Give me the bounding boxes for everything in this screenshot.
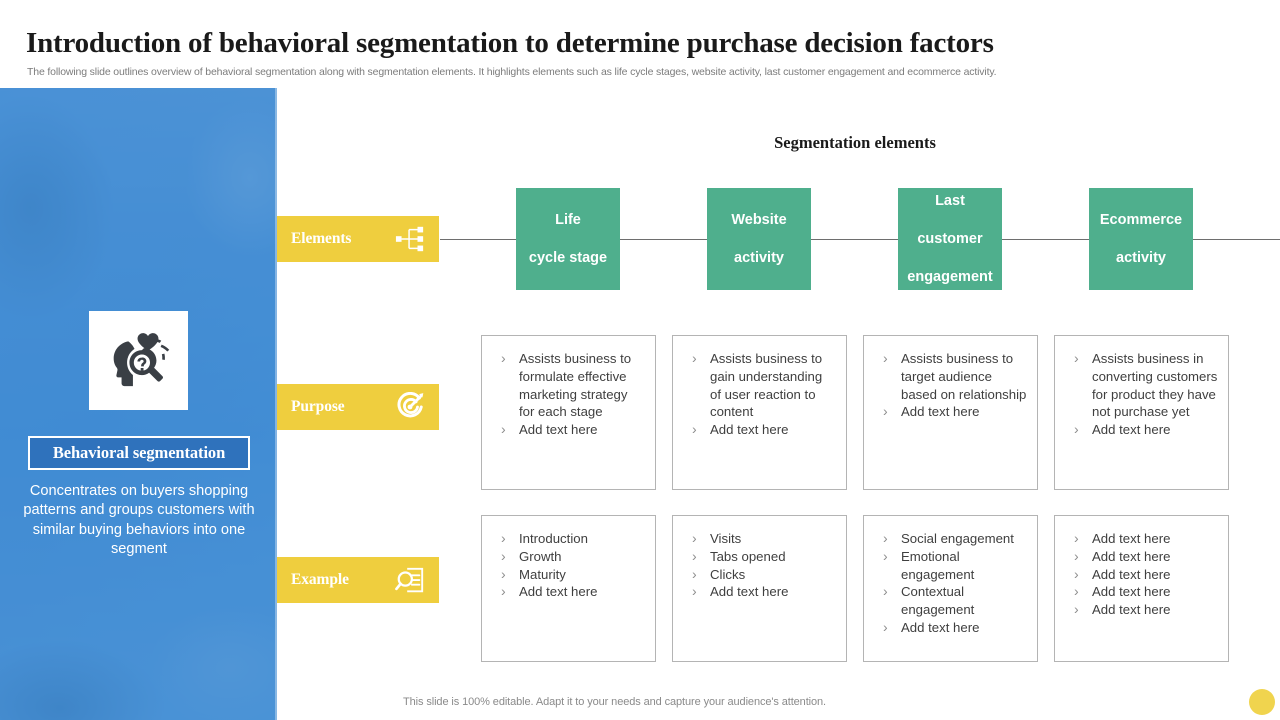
list-item: Add text here (685, 582, 836, 601)
list-item: Assists business in converting customers… (1067, 349, 1218, 421)
bullet-list: Assists business to formulate effective … (494, 349, 645, 439)
list-item: Add text here (1067, 565, 1218, 584)
element-card-line2: cycle stage (528, 249, 608, 266)
list-item: Assists business to gain understanding o… (685, 349, 836, 421)
bullet-list: Assists business to target audience base… (876, 349, 1027, 421)
example-box-life-cycle-stage[interactable]: Introduction Growth Maturity Add text he… (481, 515, 656, 662)
head-question-heart-icon (113, 332, 169, 386)
connector-line (440, 239, 1280, 240)
behavioral-segmentation-description: Concentrates on buyers shopping patterns… (23, 483, 255, 557)
element-card-line2: customer (917, 230, 983, 247)
bullet-list: Assists business in converting customers… (1067, 349, 1218, 439)
element-card-website-activity[interactable]: Website activity (707, 188, 811, 290)
list-item: Social engagement (876, 529, 1027, 548)
purpose-box-website-activity[interactable]: Assists business to gain understanding o… (672, 335, 847, 490)
row-label-purpose-text: Purpose (291, 398, 345, 415)
list-item: Maturity (494, 565, 645, 584)
list-item: Assists business to formulate effective … (494, 349, 645, 421)
purpose-box-last-customer-engagement[interactable]: Assists business to target audience base… (863, 335, 1038, 490)
list-item: Assists business to target audience base… (876, 349, 1027, 403)
segmentation-elements-heading: Segmentation elements (774, 133, 936, 152)
list-item: Add text here (1067, 600, 1218, 619)
bullet-list: Visits Tabs opened Clicks Add text here (685, 529, 836, 601)
element-card-line1: Ecommerce (1099, 211, 1183, 228)
list-item: Contextual engagement (876, 582, 1027, 619)
element-card-line1: Life (555, 211, 581, 228)
element-card-line1: Last (935, 192, 965, 209)
list-item: Growth (494, 547, 645, 566)
row-label-elements-text: Elements (291, 230, 352, 247)
element-card-line2: activity (734, 249, 784, 266)
row-label-example[interactable]: Example (277, 557, 439, 603)
list-item: Add text here (876, 402, 1027, 421)
page-subtitle: The following slide outlines overview of… (27, 66, 997, 78)
element-card-life-cycle-stage[interactable]: Life cycle stage (516, 188, 620, 290)
panel-edge-divider (275, 88, 277, 720)
magnifier-document-icon (395, 567, 424, 593)
row-label-purpose[interactable]: Purpose (277, 384, 439, 430)
bullet-list: Assists business to gain understanding o… (685, 349, 836, 439)
list-item: Add text here (1067, 529, 1218, 548)
row-label-example-text: Example (291, 571, 349, 588)
list-item: Introduction (494, 529, 645, 548)
element-card-line3: engagement (907, 268, 993, 285)
list-item: Tabs opened (685, 547, 836, 566)
purpose-box-ecommerce-activity[interactable]: Assists business in converting customers… (1054, 335, 1229, 490)
list-item: Visits (685, 529, 836, 548)
list-item: Add text here (1067, 420, 1218, 439)
element-card-line1: Website (731, 211, 787, 228)
example-box-website-activity[interactable]: Visits Tabs opened Clicks Add text here (672, 515, 847, 662)
footer-note: This slide is 100% editable. Adapt it to… (403, 696, 826, 708)
list-item: Add text here (1067, 547, 1218, 566)
row-label-elements[interactable]: Elements (277, 216, 439, 262)
example-box-last-customer-engagement[interactable]: Social engagement Emotional engagement C… (863, 515, 1038, 662)
list-item: Add text here (685, 420, 836, 439)
bullet-list: Social engagement Emotional engagement C… (876, 529, 1027, 637)
hierarchy-icon (395, 226, 424, 252)
list-item: Clicks (685, 565, 836, 584)
list-item: Add text here (876, 618, 1027, 637)
page-title: Introduction of behavioral segmentation … (26, 27, 994, 59)
corner-accent-dot (1249, 689, 1275, 715)
element-card-ecommerce-activity[interactable]: Ecommerce activity (1089, 188, 1193, 290)
slide-header: Introduction of behavioral segmentation … (0, 0, 1280, 88)
list-item: Add text here (494, 420, 645, 439)
purpose-box-life-cycle-stage[interactable]: Assists business to formulate effective … (481, 335, 656, 490)
list-item: Emotional engagement (876, 547, 1027, 584)
bullet-list: Add text here Add text here Add text her… (1067, 529, 1218, 619)
list-item: Add text here (1067, 582, 1218, 601)
left-photo-panel: Behavioral segmentation Concentrates on … (0, 88, 277, 720)
element-card-line2: activity (1116, 249, 1166, 266)
list-item: Add text here (494, 582, 645, 601)
brand-icon-card (89, 311, 188, 410)
behavioral-segmentation-badge: Behavioral segmentation (28, 436, 250, 470)
example-box-ecommerce-activity[interactable]: Add text here Add text here Add text her… (1054, 515, 1229, 662)
bullet-list: Introduction Growth Maturity Add text he… (494, 529, 645, 601)
target-dart-icon (397, 392, 424, 418)
element-card-last-customer-engagement[interactable]: Last customer engagement (898, 188, 1002, 290)
